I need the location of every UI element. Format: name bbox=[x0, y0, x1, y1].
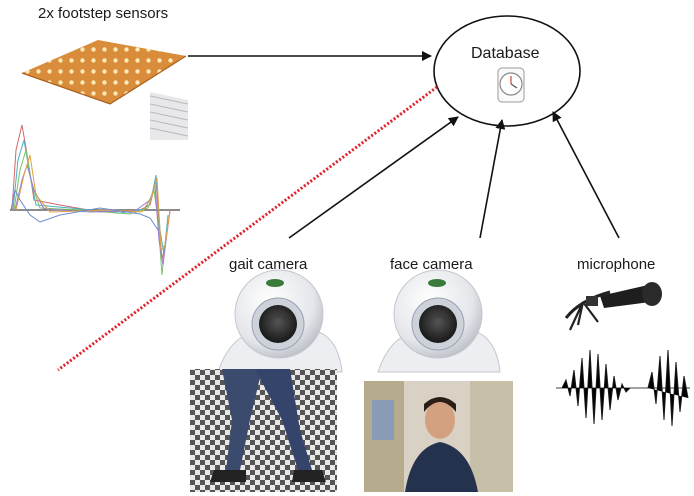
database-label: Database bbox=[471, 45, 540, 62]
clock-icon bbox=[497, 67, 525, 103]
gait-camera-label: gait camera bbox=[229, 256, 308, 273]
footstep-sensor-mat-icon bbox=[21, 40, 189, 140]
arrow-gait-to-database bbox=[288, 116, 459, 239]
face-webcam-icon bbox=[377, 269, 501, 373]
microphone-icon bbox=[564, 282, 662, 331]
footstep-sensors-label: 2x footstep sensors bbox=[38, 5, 169, 22]
multi-channel-force-signal-icon bbox=[10, 124, 180, 276]
person-portrait-photo bbox=[364, 381, 513, 492]
gait-webcam-icon bbox=[217, 269, 343, 373]
audio-waveform-icon bbox=[556, 349, 690, 427]
face-camera-label: face camera bbox=[390, 256, 473, 273]
red-dotted-line bbox=[57, 85, 438, 372]
microphone-label: microphone bbox=[577, 256, 656, 273]
arrow-microphone-to-database bbox=[552, 111, 620, 239]
arrow-face-to-database bbox=[479, 119, 506, 239]
walking-legs-photo bbox=[190, 369, 337, 492]
